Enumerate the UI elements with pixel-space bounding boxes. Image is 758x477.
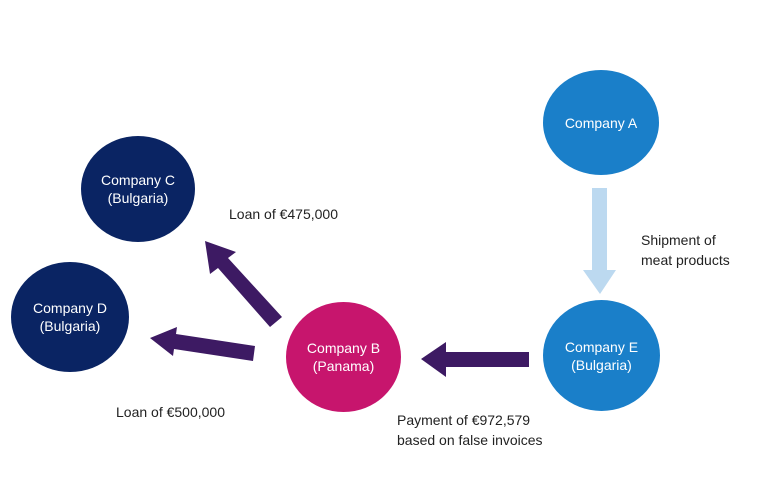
node-company-c: Company C (Bulgaria) — [81, 136, 195, 242]
edge-label-payment: Payment of €972,579 based on false invoi… — [397, 410, 543, 450]
node-company-e: Company E (Bulgaria) — [543, 300, 660, 411]
edge-label-loan-c: Loan of €475,000 — [229, 204, 338, 224]
arrow-loan-d — [150, 327, 255, 361]
edge-label-payment-line1: Payment of €972,579 — [397, 412, 531, 428]
arrow-loan-c — [205, 241, 282, 327]
node-company-a: Company A — [543, 70, 659, 175]
node-company-b-country: (Panama) — [312, 358, 375, 374]
edge-label-shipment-line1: Shipment of — [641, 232, 716, 248]
node-company-b: Company B (Panama) — [286, 302, 401, 412]
node-company-d-name: Company D — [33, 300, 107, 316]
edge-label-loan-c-line1: Loan of €475,000 — [229, 206, 338, 222]
node-company-c-country: (Bulgaria) — [107, 190, 169, 206]
node-company-e-name: Company E — [564, 338, 639, 355]
edge-label-loan-d-line1: Loan of €500,000 — [116, 404, 225, 420]
arrow-shipment — [583, 188, 616, 294]
edge-label-payment-line2: based on false invoices — [397, 432, 543, 448]
arrow-payment — [421, 342, 529, 377]
node-company-a-name: Company A — [564, 114, 638, 131]
edge-label-loan-d: Loan of €500,000 — [116, 402, 225, 422]
node-company-b-name: Company B — [306, 340, 381, 356]
node-company-d-country: (Bulgaria) — [39, 318, 101, 334]
node-company-c-name: Company C — [101, 172, 175, 188]
edge-label-shipment-line2: meat products — [641, 252, 730, 268]
edge-label-shipment: Shipment of meat products — [641, 230, 730, 270]
node-company-e-country: (Bulgaria) — [571, 356, 632, 373]
node-company-d: Company D (Bulgaria) — [11, 262, 129, 372]
